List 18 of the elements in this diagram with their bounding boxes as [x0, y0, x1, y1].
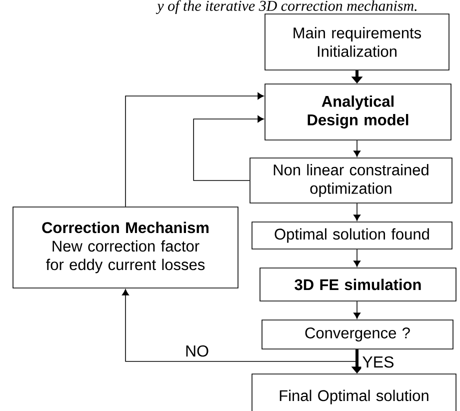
process-box: Optimal solution found: [252, 222, 452, 250]
arrow: [354, 248, 360, 267]
caption-text: y of the iterative 3D correction mechanism.: [156, 0, 416, 14]
process-box: Main requirements Initialization: [264, 14, 450, 70]
process-box: Convergence ?: [262, 320, 454, 350]
arrow: [193, 115, 264, 181]
arrow: [354, 301, 360, 319]
process-box: Final Optimal solution: [252, 374, 456, 411]
arrow: [125, 92, 264, 207]
arrow: [354, 202, 360, 221]
arrow: [122, 289, 358, 362]
arrow: [354, 140, 360, 157]
process-box: Non linear constrained optimization: [250, 158, 452, 204]
process-box: 3D FE simulation: [260, 268, 456, 302]
process-box: Analytical Design model: [264, 84, 452, 140]
edge-label: NO: [184, 344, 210, 358]
process-box: Correction Mechanism New correction factor for eddy current losses: [12, 206, 238, 288]
edge-label: YES: [361, 355, 396, 369]
